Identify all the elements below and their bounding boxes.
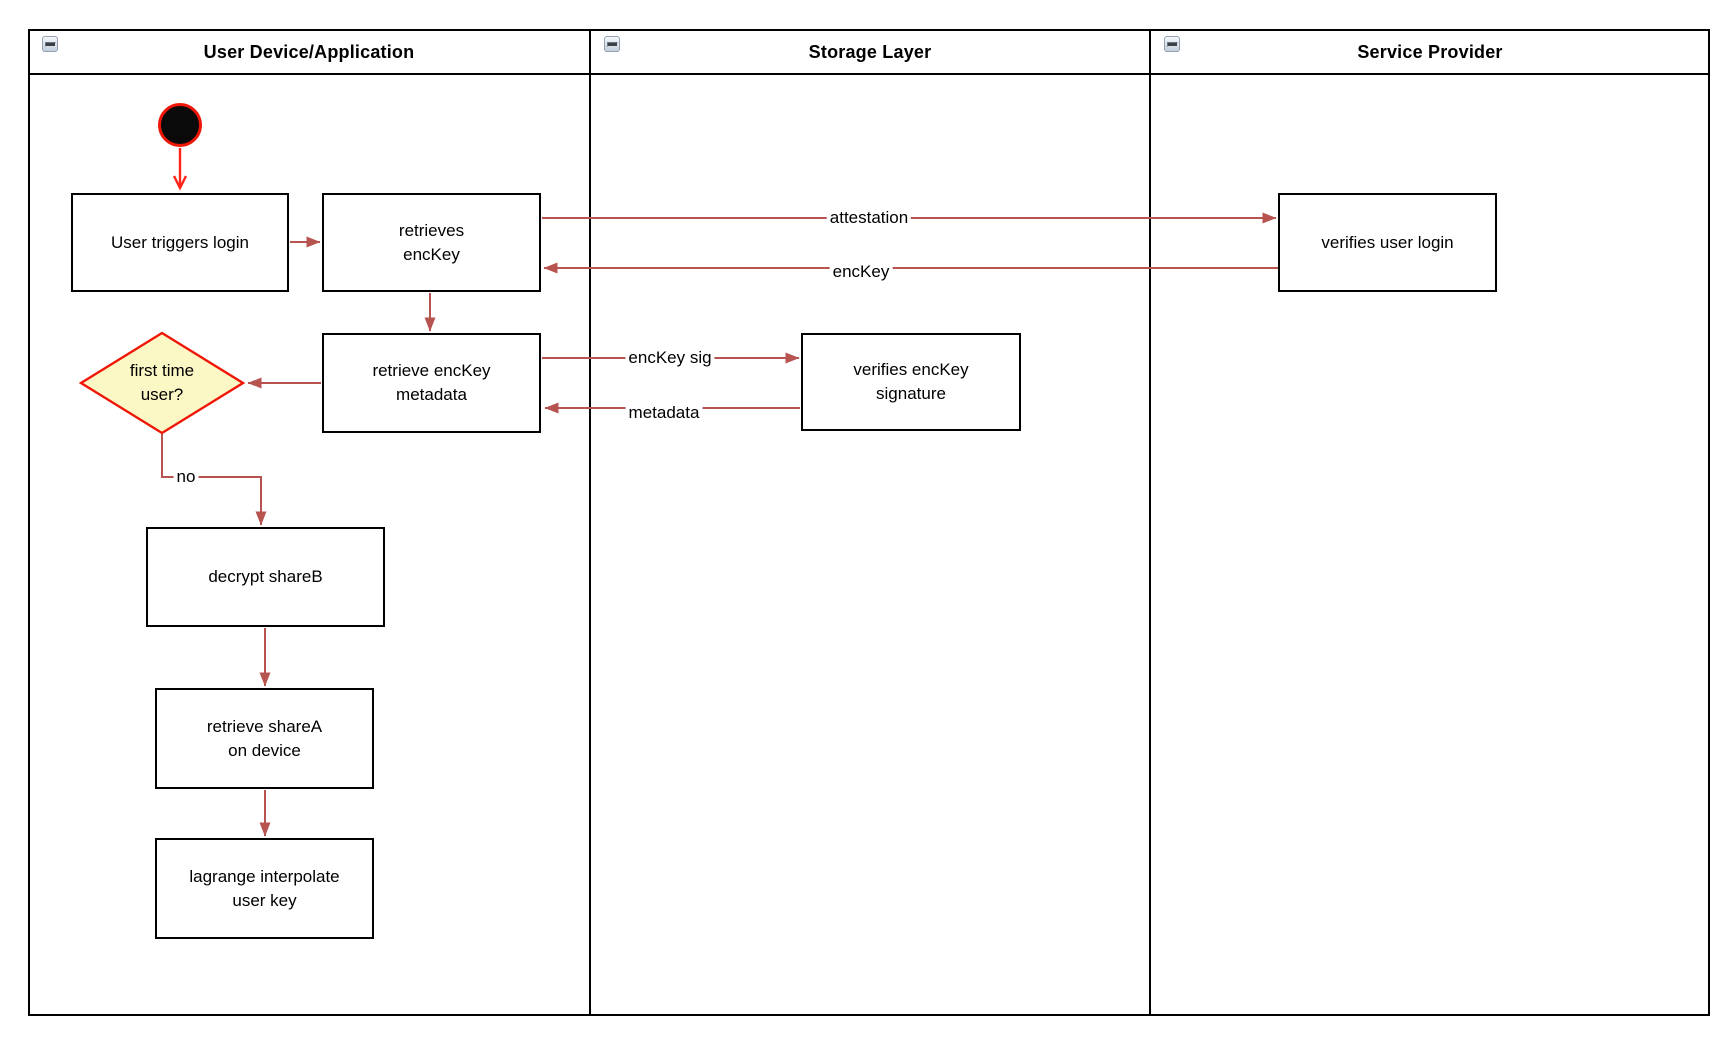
lane-title: User Device/Application: [203, 41, 415, 62]
initial-node[interactable]: [158, 103, 202, 147]
node-verifies-enckey-signature[interactable]: verifies encKey signature: [801, 333, 1021, 431]
collapse-lane-icon[interactable]: [604, 36, 620, 52]
node-retrieves-enckey[interactable]: retrieves encKey: [322, 193, 541, 292]
edge-label-enckey: encKey: [829, 262, 893, 282]
edge-label-metadata: metadata: [625, 403, 703, 423]
node-retrieve-sharea[interactable]: retrieve shareA on device: [155, 688, 374, 789]
node-label: verifies encKey signature: [853, 360, 969, 403]
node-user-triggers-login[interactable]: User triggers login: [71, 193, 289, 292]
decision-label: first time user?: [129, 361, 195, 404]
lane-header-storage-layer: Storage Layer: [590, 31, 1150, 73]
pool-border: [28, 29, 1710, 1016]
lane-header-service-provider: Service Provider: [1150, 31, 1710, 73]
lane-header-divider: [28, 73, 1710, 75]
lane-divider-2: [1149, 29, 1151, 1014]
lane-title: Storage Layer: [808, 41, 932, 62]
decision-first-time-user[interactable]: [78, 330, 246, 436]
minus-icon: [607, 42, 618, 47]
node-retrieve-enckey-metadata[interactable]: retrieve encKey metadata: [322, 333, 541, 433]
lane-divider-1: [589, 29, 591, 1014]
minus-icon: [1167, 42, 1178, 47]
lane-header-user-device: User Device/Application: [28, 31, 590, 73]
lane-title: Service Provider: [1357, 41, 1503, 62]
collapse-lane-icon[interactable]: [42, 36, 58, 52]
edge-label-attestation: attestation: [826, 208, 912, 228]
node-label: verifies user login: [1321, 232, 1454, 252]
node-verifies-user-login[interactable]: verifies user login: [1278, 193, 1497, 292]
edge-label-enckey-sig: encKey sig: [625, 348, 715, 368]
node-label: lagrange interpolate user key: [189, 866, 340, 910]
node-label: retrieves encKey: [398, 220, 465, 264]
edge-label-no: no: [173, 467, 199, 487]
node-label: retrieve encKey metadata: [372, 361, 491, 404]
minus-icon: [45, 42, 56, 47]
diamond-shape: [78, 331, 246, 435]
node-decrypt-shareb[interactable]: decrypt shareB: [146, 527, 385, 627]
node-label: retrieve shareA on device: [206, 716, 323, 760]
collapse-lane-icon[interactable]: [1164, 36, 1180, 52]
node-label: User triggers login: [111, 232, 249, 252]
node-label: decrypt shareB: [208, 567, 323, 586]
node-lagrange-interpolate[interactable]: lagrange interpolate user key: [155, 838, 374, 939]
